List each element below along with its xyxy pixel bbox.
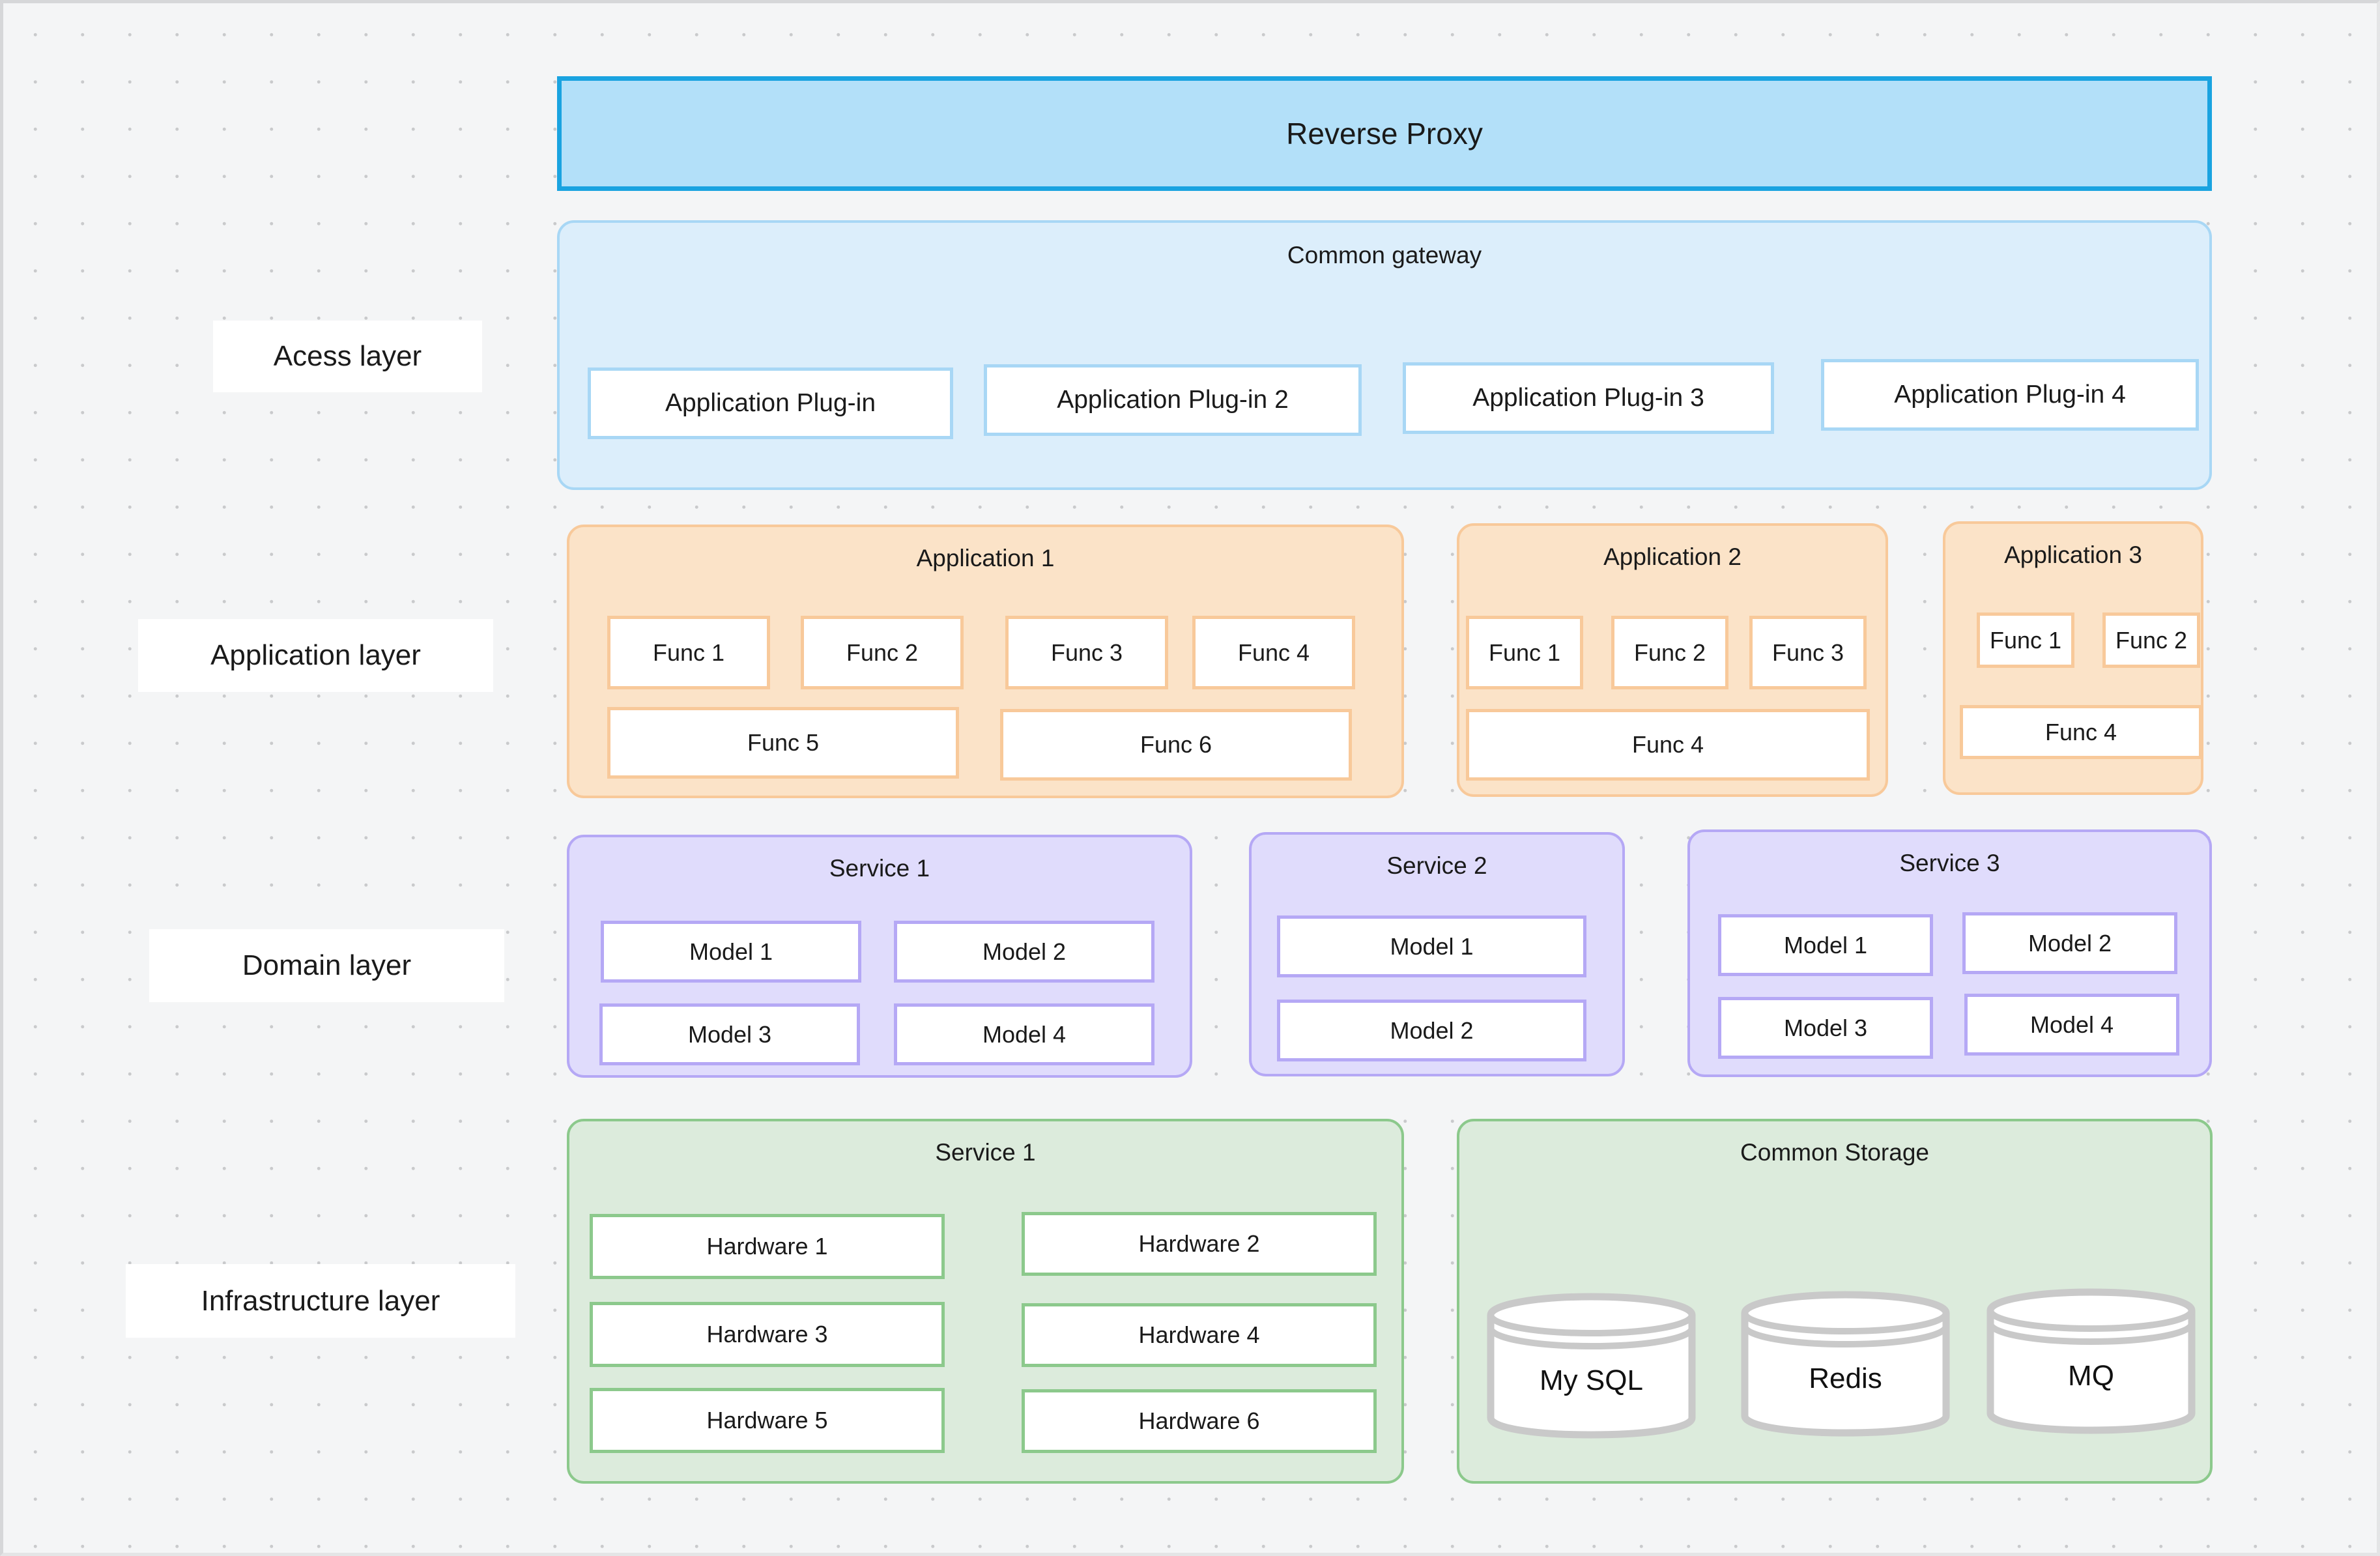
service-3-model-3[interactable]: Model 3: [1718, 997, 1933, 1059]
application-2-func-1-label: Func 1: [1488, 639, 1561, 666]
database-mysql-label: My SQL: [1540, 1364, 1643, 1396]
application-1-func-4[interactable]: Func 4: [1192, 616, 1355, 689]
application-plugin-2[interactable]: Application Plug-in 2: [984, 364, 1362, 436]
hardware-1-label: Hardware 1: [706, 1233, 828, 1260]
layer-label-application: Application layer: [138, 619, 493, 692]
hardware-6[interactable]: Hardware 6: [1022, 1389, 1377, 1453]
database-mq-label: MQ: [2068, 1360, 2114, 1392]
service-1-model-4[interactable]: Model 4: [894, 1003, 1154, 1065]
cylinder-icon: [1487, 1293, 1696, 1439]
service-3-model-4[interactable]: Model 4: [1964, 994, 2179, 1056]
layer-label-domain: Domain layer: [149, 929, 504, 1002]
application-plugin-3[interactable]: Application Plug-in 3: [1403, 362, 1774, 434]
application-3-func-1-label: Func 1: [1989, 626, 2062, 654]
service-1-title: Service 1: [829, 855, 930, 882]
cylinder-icon: [1741, 1291, 1950, 1437]
hardware-6-label: Hardware 6: [1138, 1407, 1260, 1434]
application-3-func-4-label: Func 4: [2044, 718, 2117, 745]
reverse-proxy-label: Reverse Proxy: [1286, 117, 1483, 151]
hardware-5-label: Hardware 5: [706, 1407, 828, 1434]
hardware-4[interactable]: Hardware 4: [1022, 1303, 1377, 1367]
database-mysql[interactable]: My SQL: [1485, 1290, 1697, 1440]
application-1-func-1-label: Func 1: [652, 639, 725, 666]
application-1-func-6-label: Func 6: [1140, 731, 1212, 758]
database-redis[interactable]: Redis: [1740, 1288, 1951, 1438]
application-plugin-2-label: Application Plug-in 2: [1057, 386, 1289, 414]
layer-label-infrastructure: Infrastructure layer: [126, 1264, 515, 1338]
service-2-model-1-label: Model 1: [1390, 932, 1474, 960]
application-1-func-4-label: Func 4: [1237, 639, 1310, 666]
application-2-func-1[interactable]: Func 1: [1466, 616, 1583, 689]
hardware-2-label: Hardware 2: [1138, 1230, 1260, 1257]
application-2-func-3-label: Func 3: [1771, 639, 1844, 666]
service-2-title: Service 2: [1386, 852, 1487, 879]
service-1-model-2-label: Model 2: [982, 938, 1067, 965]
layer-label-access: Acess layer: [213, 321, 482, 392]
hardware-3-label: Hardware 3: [706, 1321, 828, 1347]
application-2-func-4-label: Func 4: [1631, 731, 1704, 758]
service-3-model-4-label: Model 4: [2029, 1011, 2114, 1038]
service-3-title: Service 3: [1899, 850, 2000, 876]
application-plugin-4-label: Application Plug-in 4: [1894, 381, 2126, 409]
application-3-func-2[interactable]: Func 2: [2102, 612, 2200, 668]
service-1-model-3[interactable]: Model 3: [599, 1003, 860, 1065]
database-redis-label: Redis: [1809, 1362, 1882, 1394]
service-3-model-2-label: Model 2: [2028, 929, 2112, 957]
application-3-func-1[interactable]: Func 1: [1977, 612, 2074, 668]
hardware-4-label: Hardware 4: [1138, 1321, 1260, 1348]
common-storage-title: Common Storage: [1740, 1139, 1929, 1166]
service-3-model-2[interactable]: Model 2: [1962, 912, 2177, 974]
application-plugin-3-label: Application Plug-in 3: [1472, 384, 1704, 412]
database-mq[interactable]: MQ: [1985, 1286, 2197, 1435]
application-2-func-2-label: Func 2: [1633, 639, 1706, 666]
application-2-func-2[interactable]: Func 2: [1611, 616, 1728, 689]
layer-label-infrastructure-text: Infrastructure layer: [201, 1284, 440, 1317]
service-2-model-2[interactable]: Model 2: [1277, 1000, 1586, 1061]
application-3-func-2-label: Func 2: [2115, 626, 2188, 654]
application-1-func-5-label: Func 5: [747, 729, 820, 756]
application-1-func-2[interactable]: Func 2: [801, 616, 964, 689]
application-2-func-3[interactable]: Func 3: [1749, 616, 1867, 689]
application-1-func-1[interactable]: Func 1: [607, 616, 770, 689]
layer-label-access-text: Acess layer: [273, 340, 422, 372]
application-3-func-4[interactable]: Func 4: [1960, 705, 2202, 759]
hardware-1[interactable]: Hardware 1: [590, 1214, 945, 1279]
application-1-title: Application 1: [916, 545, 1055, 571]
application-1-func-3-label: Func 3: [1050, 639, 1123, 666]
common-gateway-group[interactable]: Common gateway: [557, 220, 2212, 490]
hardware-2[interactable]: Hardware 2: [1022, 1212, 1377, 1276]
common-gateway-title: Common gateway: [1287, 242, 1482, 268]
application-plugin-1[interactable]: Application Plug-in: [588, 367, 953, 439]
application-2-func-4[interactable]: Func 4: [1466, 709, 1870, 781]
service-1-model-1[interactable]: Model 1: [601, 921, 861, 983]
service-1-model-4-label: Model 4: [982, 1020, 1067, 1048]
service-2-model-1[interactable]: Model 1: [1277, 915, 1586, 977]
application-1-func-5[interactable]: Func 5: [607, 707, 959, 779]
service-3-model-1[interactable]: Model 1: [1718, 914, 1933, 976]
infrastructure-service-1-title: Service 1: [935, 1139, 1036, 1166]
service-2-model-2-label: Model 2: [1390, 1016, 1474, 1044]
layer-label-domain-text: Domain layer: [242, 949, 412, 981]
cylinder-icon: [1986, 1288, 2196, 1434]
application-1-func-3[interactable]: Func 3: [1005, 616, 1168, 689]
hardware-5[interactable]: Hardware 5: [590, 1388, 945, 1453]
service-3-model-1-label: Model 1: [1783, 931, 1868, 958]
service-1-model-1-label: Model 1: [689, 938, 773, 965]
reverse-proxy-node[interactable]: Reverse Proxy: [557, 76, 2212, 191]
service-1-model-2[interactable]: Model 2: [894, 921, 1154, 983]
hardware-3[interactable]: Hardware 3: [590, 1302, 945, 1367]
application-plugin-4[interactable]: Application Plug-in 4: [1821, 359, 2199, 431]
application-1-func-2-label: Func 2: [846, 639, 919, 666]
layer-label-application-text: Application layer: [210, 639, 421, 671]
application-1-func-6[interactable]: Func 6: [1000, 709, 1352, 781]
service-3-model-3-label: Model 3: [1783, 1014, 1868, 1041]
application-plugin-1-label: Application Plug-in: [665, 389, 876, 417]
application-2-title: Application 2: [1603, 543, 1742, 570]
application-3-title: Application 3: [2004, 541, 2142, 568]
service-1-model-3-label: Model 3: [687, 1020, 772, 1048]
